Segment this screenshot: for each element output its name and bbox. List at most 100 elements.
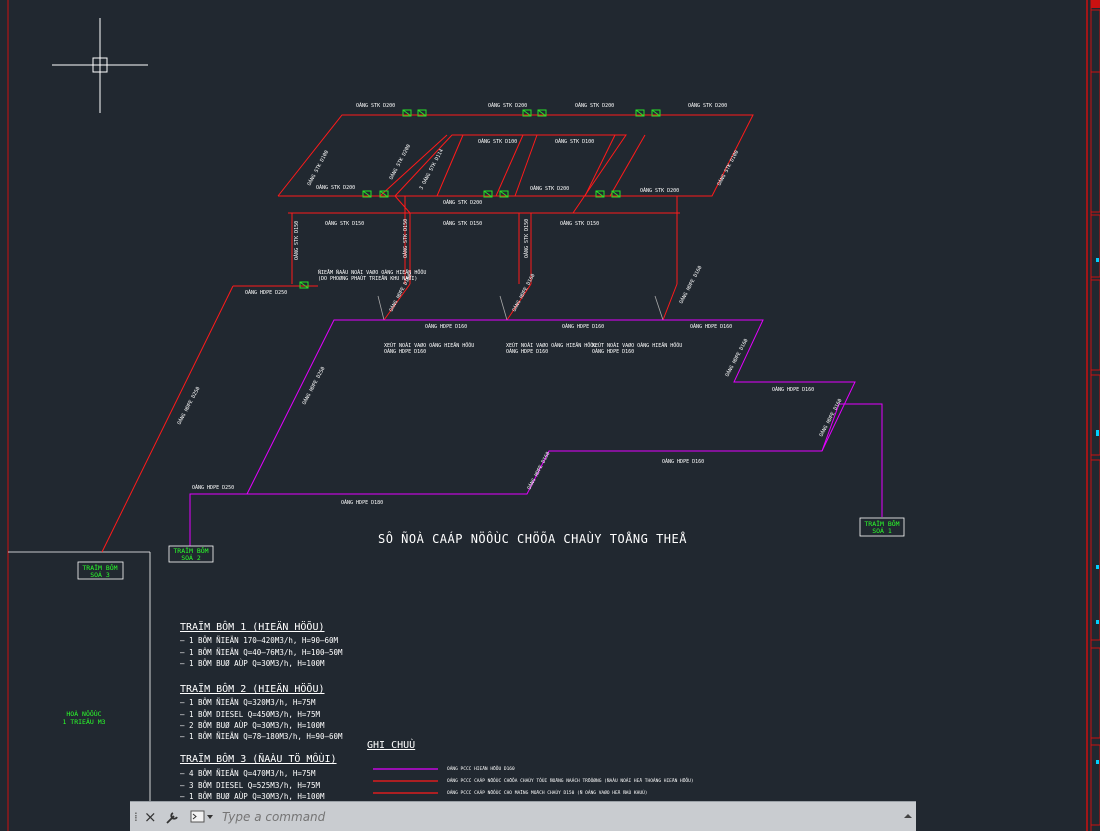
connection-note: XEÙT NOÁI VAØO OÁNG HIEÄN HÖÕU (384, 342, 474, 349)
station-number: SOÁ 2 (181, 553, 201, 562)
legend-item: – 1 BÔM ÑIEÄN Q=40–76M3/h, H=100–50M (180, 648, 343, 657)
legend-item: – 1 BÔM ÑIEÄN Q=320M3/h, H=75M (180, 698, 316, 707)
valve-icon (402, 109, 412, 117)
drawing-title: SÔ ÑOÀ CAÁP NÖÔÙC CHÖÕA CHAÙY TOÅNG THEÅ (378, 530, 687, 546)
notes-legend: GHI CHUÙ OÁNG PCCC HIEÄN HÖÕU D160 OÁNG … (367, 738, 694, 796)
pipe-label: OÁNG HDPE D160 (511, 272, 537, 313)
svg-text:HOÀ NÖÔÙC: HOÀ NÖÔÙC (66, 709, 101, 718)
svg-text:1 TRIEÄU M3: 1 TRIEÄU M3 (62, 717, 105, 726)
valve-icon (483, 190, 493, 198)
legend-item: – 1 BÔM BUØ AÙP Q=30M3/h, H=100M (180, 792, 325, 801)
station-number: SOÁ 1 (872, 526, 892, 535)
pipe-label: OÁNG STK D200 (388, 143, 413, 181)
pipe-label: OÁNG STK D200 (688, 102, 727, 109)
chevron-up-icon[interactable] (903, 811, 913, 821)
legend-item: – 1 BÔM ÑIEÄN Q=78–180M3/h, H=90–60M (180, 732, 343, 741)
pipe-labels: OÁNG STK D200 OÁNG STK D200 OÁNG STK D20… (176, 102, 844, 506)
connection-note: OÁNG HDPE D160 (592, 348, 634, 355)
legend-item: – 3 BÔM DIESEL Q=525M3/h, H=75M (180, 781, 320, 790)
drawing-frame-right (1086, 0, 1100, 831)
pipe-label: OÁNG HDPE D250 (245, 289, 287, 296)
command-input[interactable] (222, 806, 882, 828)
pipe-label: OÁNG STK D100 (306, 149, 331, 187)
valve-icon (611, 190, 621, 198)
pipe-label: OÁNG STK D200 (575, 102, 614, 109)
pipe-label: 3 OÁNG STK D114 (418, 148, 445, 191)
legend-note: OÁNG PCCC CAÁP NÖÔÙC CHÖÕA CHAÙY TÔÙI ÑO… (447, 777, 694, 784)
pump-legend: TRAÏM BÔM 1 (HIEÄN HÖÕU) – 1 BÔM ÑIEÄN 1… (180, 620, 343, 801)
valve-icon (299, 281, 309, 289)
crosshair-cursor-icon (52, 18, 148, 113)
valve-icon (499, 190, 509, 198)
pipe-label: OÁNG STK D150 (325, 220, 364, 227)
legend-title: TRAÏM BÔM 1 (HIEÄN HÖÕU) (180, 620, 325, 633)
valve-icon (522, 109, 532, 117)
hdpe-existing-loop[interactable] (189, 319, 883, 546)
station-number: SOÁ 3 (90, 570, 110, 579)
pipe-label: OÁNG STK D200 (488, 102, 527, 109)
pipe-label: OÁNG STK D200 (316, 184, 355, 191)
pipe-label: OÁNG STK D200 (640, 187, 679, 194)
pipe-label: OÁNG HDPE D160 (690, 323, 732, 330)
pipe-label: OÁNG HDPE D250 (192, 484, 234, 491)
reservoir-label: HOÀ NÖÔÙC 1 TRIEÄU M3 (62, 709, 105, 726)
valve-icon (651, 109, 661, 117)
command-history-icon[interactable] (190, 810, 214, 824)
legend-item: – 1 BÔM ÑIEÄN 170–420M3/h, H=90–60M (180, 636, 339, 645)
pump-station-3[interactable]: TRAÏM BÔM SOÁ 3 (77, 561, 124, 580)
legend-item: – 2 BÔM BUØ AÙP Q=30M3/h, H=100M (180, 721, 325, 730)
pipe-label: OÁNG HDPE D160 (526, 450, 552, 491)
pipe-label: OÁNG HDPE D160 (772, 386, 814, 393)
station-label: TRAÏM BÔM (864, 519, 899, 528)
valve-icon (635, 109, 645, 117)
pipe-label: OÁNG STK D100 (555, 138, 594, 145)
pump-station-1[interactable]: TRAÏM BÔM SOÁ 1 (859, 517, 905, 537)
legend-note: OÁNG PCCC CAÁP NÖÔÙC CHO MAÏNG MOÄCH CHA… (447, 789, 647, 796)
connection-ties (377, 295, 664, 321)
legend-item: – 1 BÔM DIESEL Q=450M3/h, H=75M (180, 710, 320, 719)
connection-note: XEÙT NOÁI VAØO OÁNG HIEÄN HÖÕU (506, 342, 596, 349)
valve-icon (595, 190, 605, 198)
legend-item: – 1 BÔM BUØ AÙP Q=30M3/h, H=100M (180, 659, 325, 668)
command-line-bar[interactable]: ⁞ × (130, 801, 916, 831)
connection-note: XEÙT NOÁI VAØO OÁNG HIEÄN HÖÕU (592, 342, 682, 349)
legend-title: TRAÏM BÔM 2 (HIEÄN HÖÕU) (180, 682, 325, 695)
pipe-label: OÁNG STK D100 (716, 149, 741, 187)
pipe-label: OÁNG STK D100 (478, 138, 517, 145)
grip-handle-icon[interactable]: ⁞ (134, 810, 138, 824)
pipe-label: OÁNG HDPE D250 (301, 365, 327, 406)
valve-group[interactable] (299, 109, 661, 289)
pipe-label: OÁNG STK D200 (530, 185, 569, 192)
legend-note: OÁNG PCCC HIEÄN HÖÕU D160 (447, 765, 515, 772)
valve-icon (379, 190, 389, 198)
pipe-label: OÁNG STK D150 (560, 220, 599, 227)
pipe-label: OÁNG HDPE D160 (562, 323, 604, 330)
connection-note: ÑIEÅM ÑAÁU NOÁI VAØO OÁNG HIEÄN HÖÕU (318, 269, 426, 276)
connection-notes: ÑIEÅM ÑAÁU NOÁI VAØO OÁNG HIEÄN HÖÕU (DO… (318, 269, 682, 355)
pipe-label: OÁNG HDPE D250 (176, 385, 202, 426)
connection-note: OÁNG HDPE D160 (384, 348, 426, 355)
pipe-label: OÁNG STK D200 (356, 102, 395, 109)
reservoir-outline (8, 551, 151, 831)
pipe-label: OÁNG HDPE D160 (662, 458, 704, 465)
close-icon[interactable]: × (144, 808, 157, 826)
wrench-icon[interactable] (164, 808, 180, 826)
legend-item: – 4 BÔM ÑIEÄN Q=470M3/h, H=75M (180, 769, 316, 778)
station-label: TRAÏM BÔM (82, 563, 117, 572)
pipe-label: OÁNG STK D150 (293, 221, 300, 260)
pipe-label: OÁNG STK D150 (402, 219, 409, 258)
station-label: TRAÏM BÔM (173, 546, 208, 555)
pipe-label: OÁNG HDPE D160 (678, 264, 704, 305)
pipe-label: OÁNG STK D150 (443, 220, 482, 227)
valve-icon (417, 109, 427, 117)
stk-pipe-network[interactable] (101, 114, 754, 553)
pipe-label: OÁNG HDPE D160 (818, 397, 844, 438)
pipe-label: OÁNG HDPE D180 (341, 499, 383, 506)
pipe-label: OÁNG STK D150 (523, 219, 530, 258)
valve-icon (537, 109, 547, 117)
pump-station-2[interactable]: TRAÏM BÔM SOÁ 2 (168, 545, 214, 563)
legend-title: TRAÏM BÔM 3 (ÑAÀU TÖ MÔÙI) (180, 752, 337, 765)
pipe-label: OÁNG STK D200 (443, 199, 482, 206)
valve-icon (362, 190, 372, 198)
